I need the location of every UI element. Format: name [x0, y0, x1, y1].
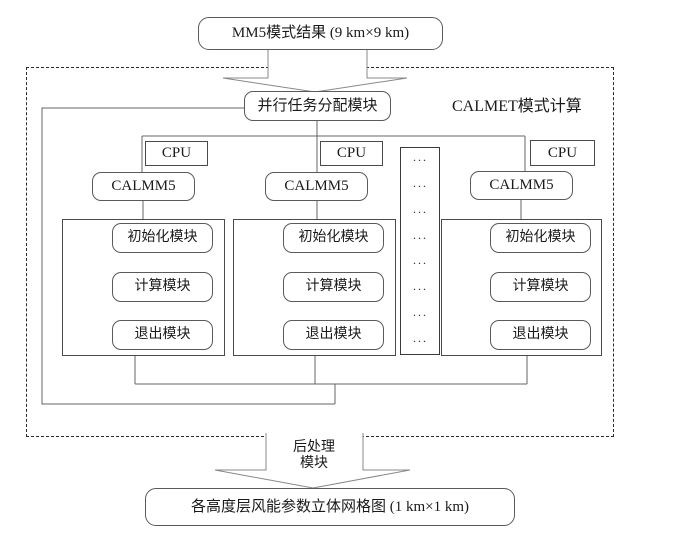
init-module-box-2: 初始化模块: [283, 223, 384, 253]
exit-module-box-1: 退出模块: [112, 320, 213, 350]
calmm5-box-3: CALMM5: [470, 171, 573, 200]
compute-module-box-2: 计算模块: [283, 272, 384, 302]
post-process-label: 后处理 模块: [282, 440, 346, 472]
output-grid-box: 各高度层风能参数立体网格图 (1 km×1 km): [145, 488, 515, 526]
ellipsis-row: ···: [412, 307, 428, 322]
cpu-box-3: CPU: [530, 140, 595, 166]
post-process-label-line1: 后处理: [293, 440, 335, 455]
compute-module-box-1: 计算模块: [112, 272, 213, 302]
calmm5-box-2: CALMM5: [265, 172, 368, 201]
ellipsis-row: ···: [412, 256, 428, 271]
task-distributor-box: 并行任务分配模块: [244, 91, 391, 121]
calmm5-box-1: CALMM5: [92, 172, 195, 201]
init-module-box-3: 初始化模块: [490, 223, 591, 253]
ellipsis-row: ···: [412, 230, 428, 245]
ellipsis-row: ···: [412, 333, 428, 348]
exit-module-box-2: 退出模块: [283, 320, 384, 350]
calmet-region-label: CALMET模式计算: [452, 98, 582, 115]
ellipsis-row: ···: [412, 153, 428, 168]
cpu-box-1: CPU: [145, 141, 208, 166]
flow-arrow-top: [222, 50, 408, 93]
compute-module-box-3: 计算模块: [490, 272, 591, 302]
ellipsis-row: ···: [412, 204, 428, 219]
exit-module-box-3: 退出模块: [490, 320, 591, 350]
more-workers-ellipsis-box: ··· ··· ··· ··· ··· ··· ··· ···: [400, 147, 440, 355]
mm5-result-box: MM5模式结果 (9 km×9 km): [198, 17, 443, 50]
cpu-box-2: CPU: [320, 141, 383, 166]
ellipsis-row: ···: [412, 179, 428, 194]
post-process-label-line2: 模块: [300, 456, 328, 471]
init-module-box-1: 初始化模块: [112, 223, 213, 253]
ellipsis-row: ···: [412, 282, 428, 297]
